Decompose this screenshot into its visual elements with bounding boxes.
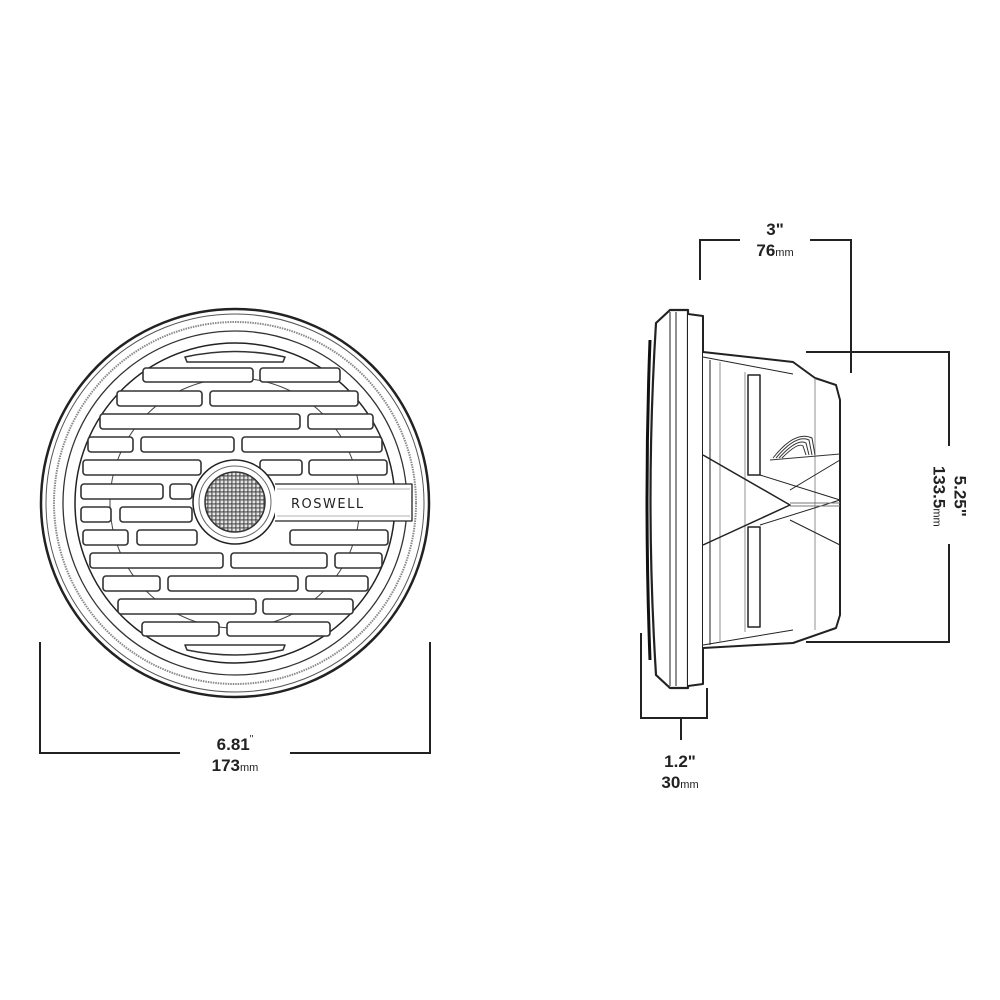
outer-rim xyxy=(39,307,431,699)
flange-dimension-label: 1.2" 30mm xyxy=(630,751,730,794)
height-dimension-label: 5.25" 133.5mm xyxy=(928,446,971,546)
tweeter-ring-inner xyxy=(198,465,272,539)
outer-rim-inner-edge xyxy=(45,313,425,693)
flange-mm: 30 xyxy=(661,773,681,793)
knurled-ring xyxy=(53,321,417,685)
mm-unit: mm xyxy=(680,779,699,792)
depth-dimension-lines xyxy=(699,239,852,373)
front-view xyxy=(39,307,431,699)
logo-bar xyxy=(275,483,413,522)
width-dimension-lines xyxy=(39,642,431,754)
flange-inches: 1.2 xyxy=(664,752,688,771)
tweeter-mesh xyxy=(204,471,266,533)
mm-unit: mm xyxy=(930,508,942,527)
width-dimension-label: 6.81" 173mm xyxy=(185,734,285,777)
speaker-basket xyxy=(702,351,841,649)
brand-logo: ROSWELL xyxy=(291,497,365,512)
inch-mark: " xyxy=(687,752,696,771)
height-dimension-lines xyxy=(806,351,950,643)
mm-unit: mm xyxy=(775,247,794,260)
flange-dimension-lines xyxy=(640,633,708,740)
terminal-wires xyxy=(769,435,841,461)
mm-unit: mm xyxy=(240,762,259,775)
height-mm: 133.5 xyxy=(929,465,948,509)
height-inches: 5.25 xyxy=(950,475,970,509)
depth-inches: 3 xyxy=(766,220,776,239)
side-view xyxy=(645,308,841,690)
inch-mark: " xyxy=(775,220,784,239)
depth-mm: 76 xyxy=(756,241,776,261)
grille-face xyxy=(645,339,652,661)
inch-mark: " xyxy=(950,508,970,517)
inch-mark: " xyxy=(249,734,254,745)
width-mm: 173 xyxy=(211,756,241,776)
depth-dimension-label: 3" 76mm xyxy=(725,219,825,262)
width-inches: 6.81 xyxy=(216,735,250,754)
grille-slots xyxy=(80,350,389,656)
mounting-flange xyxy=(687,313,704,687)
bezel xyxy=(649,308,690,690)
